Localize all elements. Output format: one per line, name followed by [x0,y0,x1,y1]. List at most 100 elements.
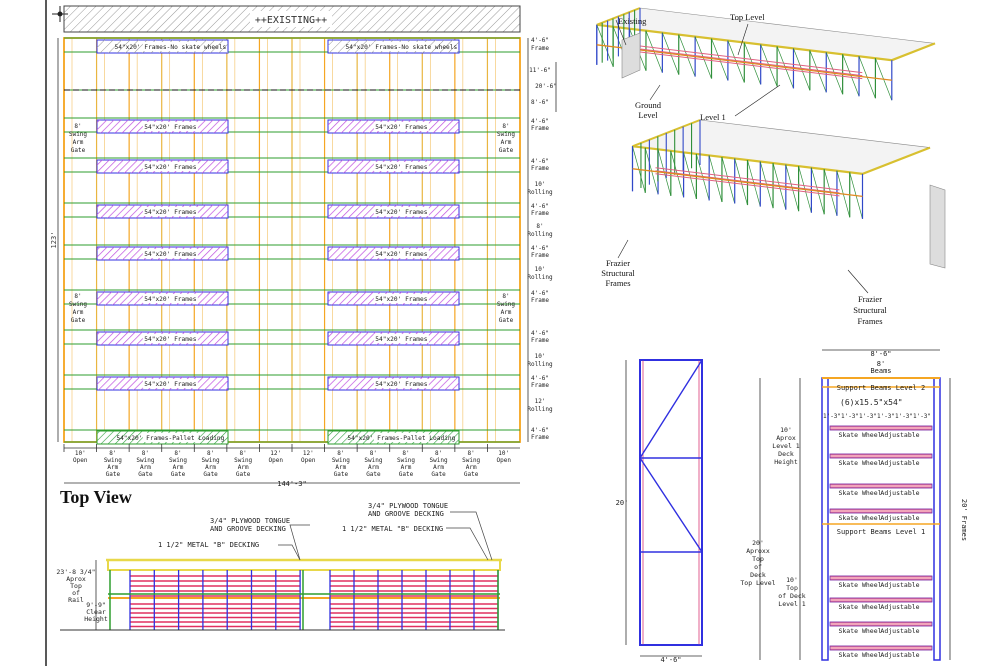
plan-right-dim: Rolling [527,274,553,281]
top-view-title: Top View [60,487,132,507]
elev-skate-wheel: Skate Wheel [838,431,881,439]
elev-dim-deck-text: Height [774,458,798,466]
top-view-plan: 54"x20' Frames-No skate wheels 54"x20' Fr… [50,37,557,488]
label-existing: Existing [618,16,647,26]
elev-spacing: 1'-3" [859,413,877,420]
plan-bottom-dim-a: 10' [498,450,509,457]
plan-right-dim: 12' [535,398,546,405]
label-frazier-right-1: Frazier [858,294,882,304]
plan-bottom-dim-c: Arm [173,464,184,471]
plan-bottom-dim-b: Open [301,457,316,464]
plan-right-dim: 4'-6" [531,427,549,434]
plan-overall-width-text: 144'-3" [277,480,307,488]
elev-adjustable: Adjustable [880,514,919,522]
frame-row-label-bg [373,207,429,216]
frame-row-label: 54"x20' Frames-No skate wheels [345,44,457,51]
frame-row-label-bg [373,379,429,388]
gate-left-upper: Arm [73,139,84,146]
elev-width-3: Beams [870,367,891,375]
frame-row-label: 54"x20' Frames [375,164,427,171]
plan-bottom-dim-a: 10' [75,450,86,457]
label-frazier-right-3: Frames [857,316,882,326]
section-dim-top-text: of [72,589,80,597]
elev-adjustable: Adjustable [880,431,919,439]
gate-left-lower: Arm [73,309,84,316]
section-dim-clear-text: Clear [86,608,106,616]
leader-existing [615,19,627,46]
leader-metal-right [446,527,489,561]
plan-right-dim: 4'-6" [531,330,549,337]
frame-row-label-bg [142,379,198,388]
frame-row-label: 54"x20' Frames [144,251,196,258]
gate-left-lower: Swing [69,301,87,308]
elev-skate-wheel: Skate Wheel [838,514,881,522]
plan-right-dim: 10' [535,266,546,273]
plan-right-dim: 4'-6" [531,37,549,44]
callout-plywood-right-2: AND GROOVE DECKING [368,510,444,518]
elev-spec: (6)x15.5"x54" [840,398,903,407]
plan-right-dim: 20'-6" [535,83,557,90]
leader-plywood-left [289,524,310,561]
frame-row-label-bg [373,162,429,171]
elev-support-level-2: Support Beams Level 2 [837,384,926,392]
plan-bottom-dim-b: Swing [234,457,252,464]
frame-dim-width-text: 4'-6" [660,656,681,664]
plan-right-dim: 4'-6" [531,203,549,210]
elev-skate-wheel: Skate Wheel [838,651,881,659]
plan-bottom-dim-a: 8' [468,450,475,457]
elev-adjustable: Adjustable [880,651,919,659]
frame-row-label-bg [142,122,198,131]
plan-bottom-dim-b: Swing [169,457,187,464]
frame-row-label: 54"x20' Frames-Pallet Loading [347,435,455,442]
elev-spacing: 1'-3" [913,413,931,420]
label-ground-1: Ground [635,100,662,110]
plan-bottom-dim-a: 8' [240,450,247,457]
frame-row-label: 54"x20' Frames [375,124,427,131]
plan-bottom-dim-b: Swing [332,457,350,464]
frame-row-label-bg [373,334,429,343]
plan-bottom-dim-d: Gate [171,471,186,478]
plan-right-dim: Rolling [527,406,553,413]
callout-plywood-left-1: 3/4" PLYWOOD TONGUE [210,517,290,525]
gate-left-lower: Gate [71,317,86,324]
iso-view-2-skate-row [655,167,840,191]
plan-bottom-dim-c: Arm [107,464,118,471]
elev-dim-top-text: Top [752,555,764,563]
elev-right-post [933,377,941,661]
plan-right-dim: Frame [531,125,549,132]
iso-view-2-mid-beam [632,168,863,197]
iso-view-1-mid-beam [596,44,892,81]
leader-level-1 [734,84,781,117]
frame-row-label: 54"x20' Frames [144,296,196,303]
plan-bottom-dim-b: Open [496,457,511,464]
frame-row-label-bg [373,249,429,258]
plan-right-dim: Frame [531,297,549,304]
elev-width-1: 8'-6" [870,350,891,358]
frame-row-label: 54"x20' Frames [375,381,427,388]
leader-top-level [737,23,749,56]
section-dim-top-text: Top [70,582,82,590]
elev-dim-deck-text: Level 1 [772,442,799,450]
plan-right-dim: 8'-6" [531,99,549,106]
iso-view-2-skate-row [655,173,840,197]
elev-adjustable: Adjustable [880,459,919,467]
plan-bottom-dim-a: 12' [303,450,314,457]
frame-row-label-bg [142,162,198,171]
frame-row-label-bg [373,42,429,51]
label-frazier-left-2: Structural [601,268,635,278]
plan-bottom-dim-a: 8' [402,450,409,457]
elev-dim-lvl1-text: of Deck [778,592,805,600]
plan-bottom-dim-a: 8' [435,450,442,457]
elev-dim-top-text: of [754,563,762,571]
gate-left-lower: 8' [74,293,81,300]
plan-right-dim: 4'-6" [531,375,549,382]
elev-dim-top-text: Top Level [740,579,775,587]
frame-row-label: 54"x20' Frames [144,336,196,343]
plan-bottom-dim-b: Swing [364,457,382,464]
frame-row-label-bg [373,294,429,303]
gate-left-upper: 8' [74,123,81,130]
iso-view-2-skate-row [655,170,840,194]
frame-row-label: 54"x20' Frames [144,164,196,171]
callout-metal-right: 1 1/2" METAL "B" DECKING [342,525,443,533]
